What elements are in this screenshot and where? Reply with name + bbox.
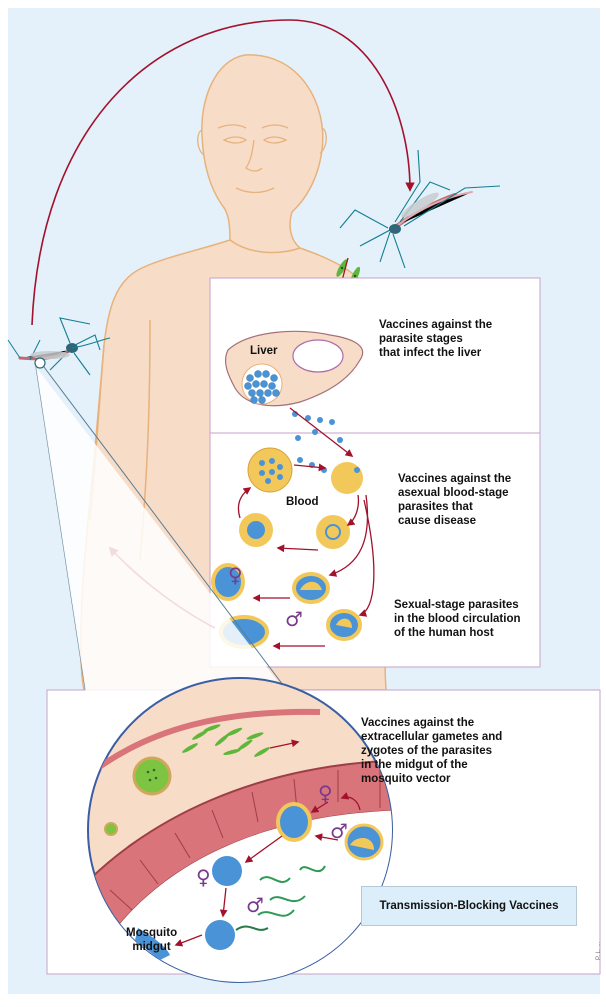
female-symbol-midgut-1: ♀ xyxy=(318,781,333,805)
liver-vaccines-label: Vaccines against the parasite stages tha… xyxy=(379,318,492,360)
male-symbol-midgut-2: ♂ xyxy=(246,893,264,917)
mosquito-midgut-label: Mosquito midgut xyxy=(126,926,177,954)
liver-label: Liver xyxy=(250,345,278,357)
sexual-stage-label: Sexual-stage parasites in the blood circ… xyxy=(394,598,521,640)
blood-label: Blood xyxy=(286,496,319,508)
transmission-blocking-vaccines-box: Transmission-Blocking Vaccines xyxy=(361,886,577,926)
female-symbol-blood: ♀ xyxy=(228,563,243,587)
zoom-origin xyxy=(35,358,45,368)
male-symbol-blood: ♂ xyxy=(285,607,303,631)
blood-vaccines-label: Vaccines against the asexual blood-stage… xyxy=(398,472,511,528)
image-credit: P. L. ... xyxy=(596,942,602,960)
female-symbol-midgut-2: ♀ xyxy=(196,865,211,889)
male-symbol-midgut-1: ♂ xyxy=(330,819,348,843)
midgut-vaccines-label: Vaccines against the extracellular gamet… xyxy=(361,716,502,786)
